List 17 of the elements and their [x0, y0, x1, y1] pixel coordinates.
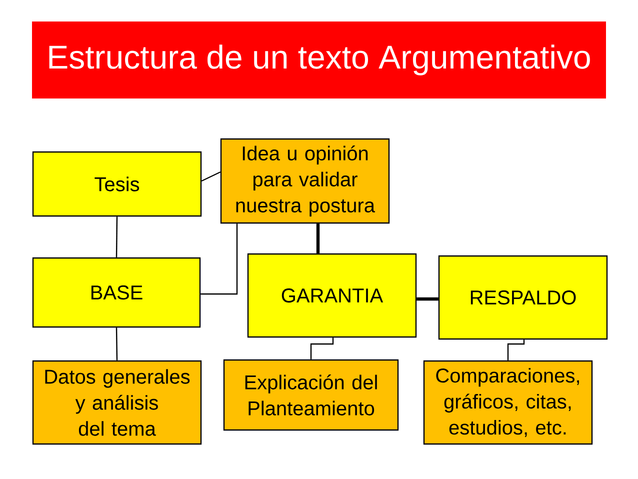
concept-box: GARANTIA [247, 253, 417, 338]
concept-box: Idea u opinión para validar nuestra postura [220, 138, 390, 224]
concept-box: BASE [32, 257, 201, 328]
connector-line [116, 328, 118, 360]
connector-line [507, 340, 525, 360]
connector-line [316, 224, 320, 254]
concept-box: Datos generales y análisis del tema [32, 360, 202, 445]
concept-box: Explicación del Planteamiento [223, 359, 399, 431]
connector-line [200, 224, 238, 295]
connector-line [116, 216, 118, 258]
title-banner: Estructura de un texto Argumentativo [32, 22, 606, 98]
connector-line [310, 338, 334, 360]
concept-box: Tesis [32, 151, 202, 217]
connector-line [201, 171, 221, 182]
concept-box: RESPALDO [438, 255, 608, 340]
concept-box: Comparaciones, gráficos, citas, estudios, etc. [423, 360, 593, 445]
connector-line [416, 297, 438, 301]
